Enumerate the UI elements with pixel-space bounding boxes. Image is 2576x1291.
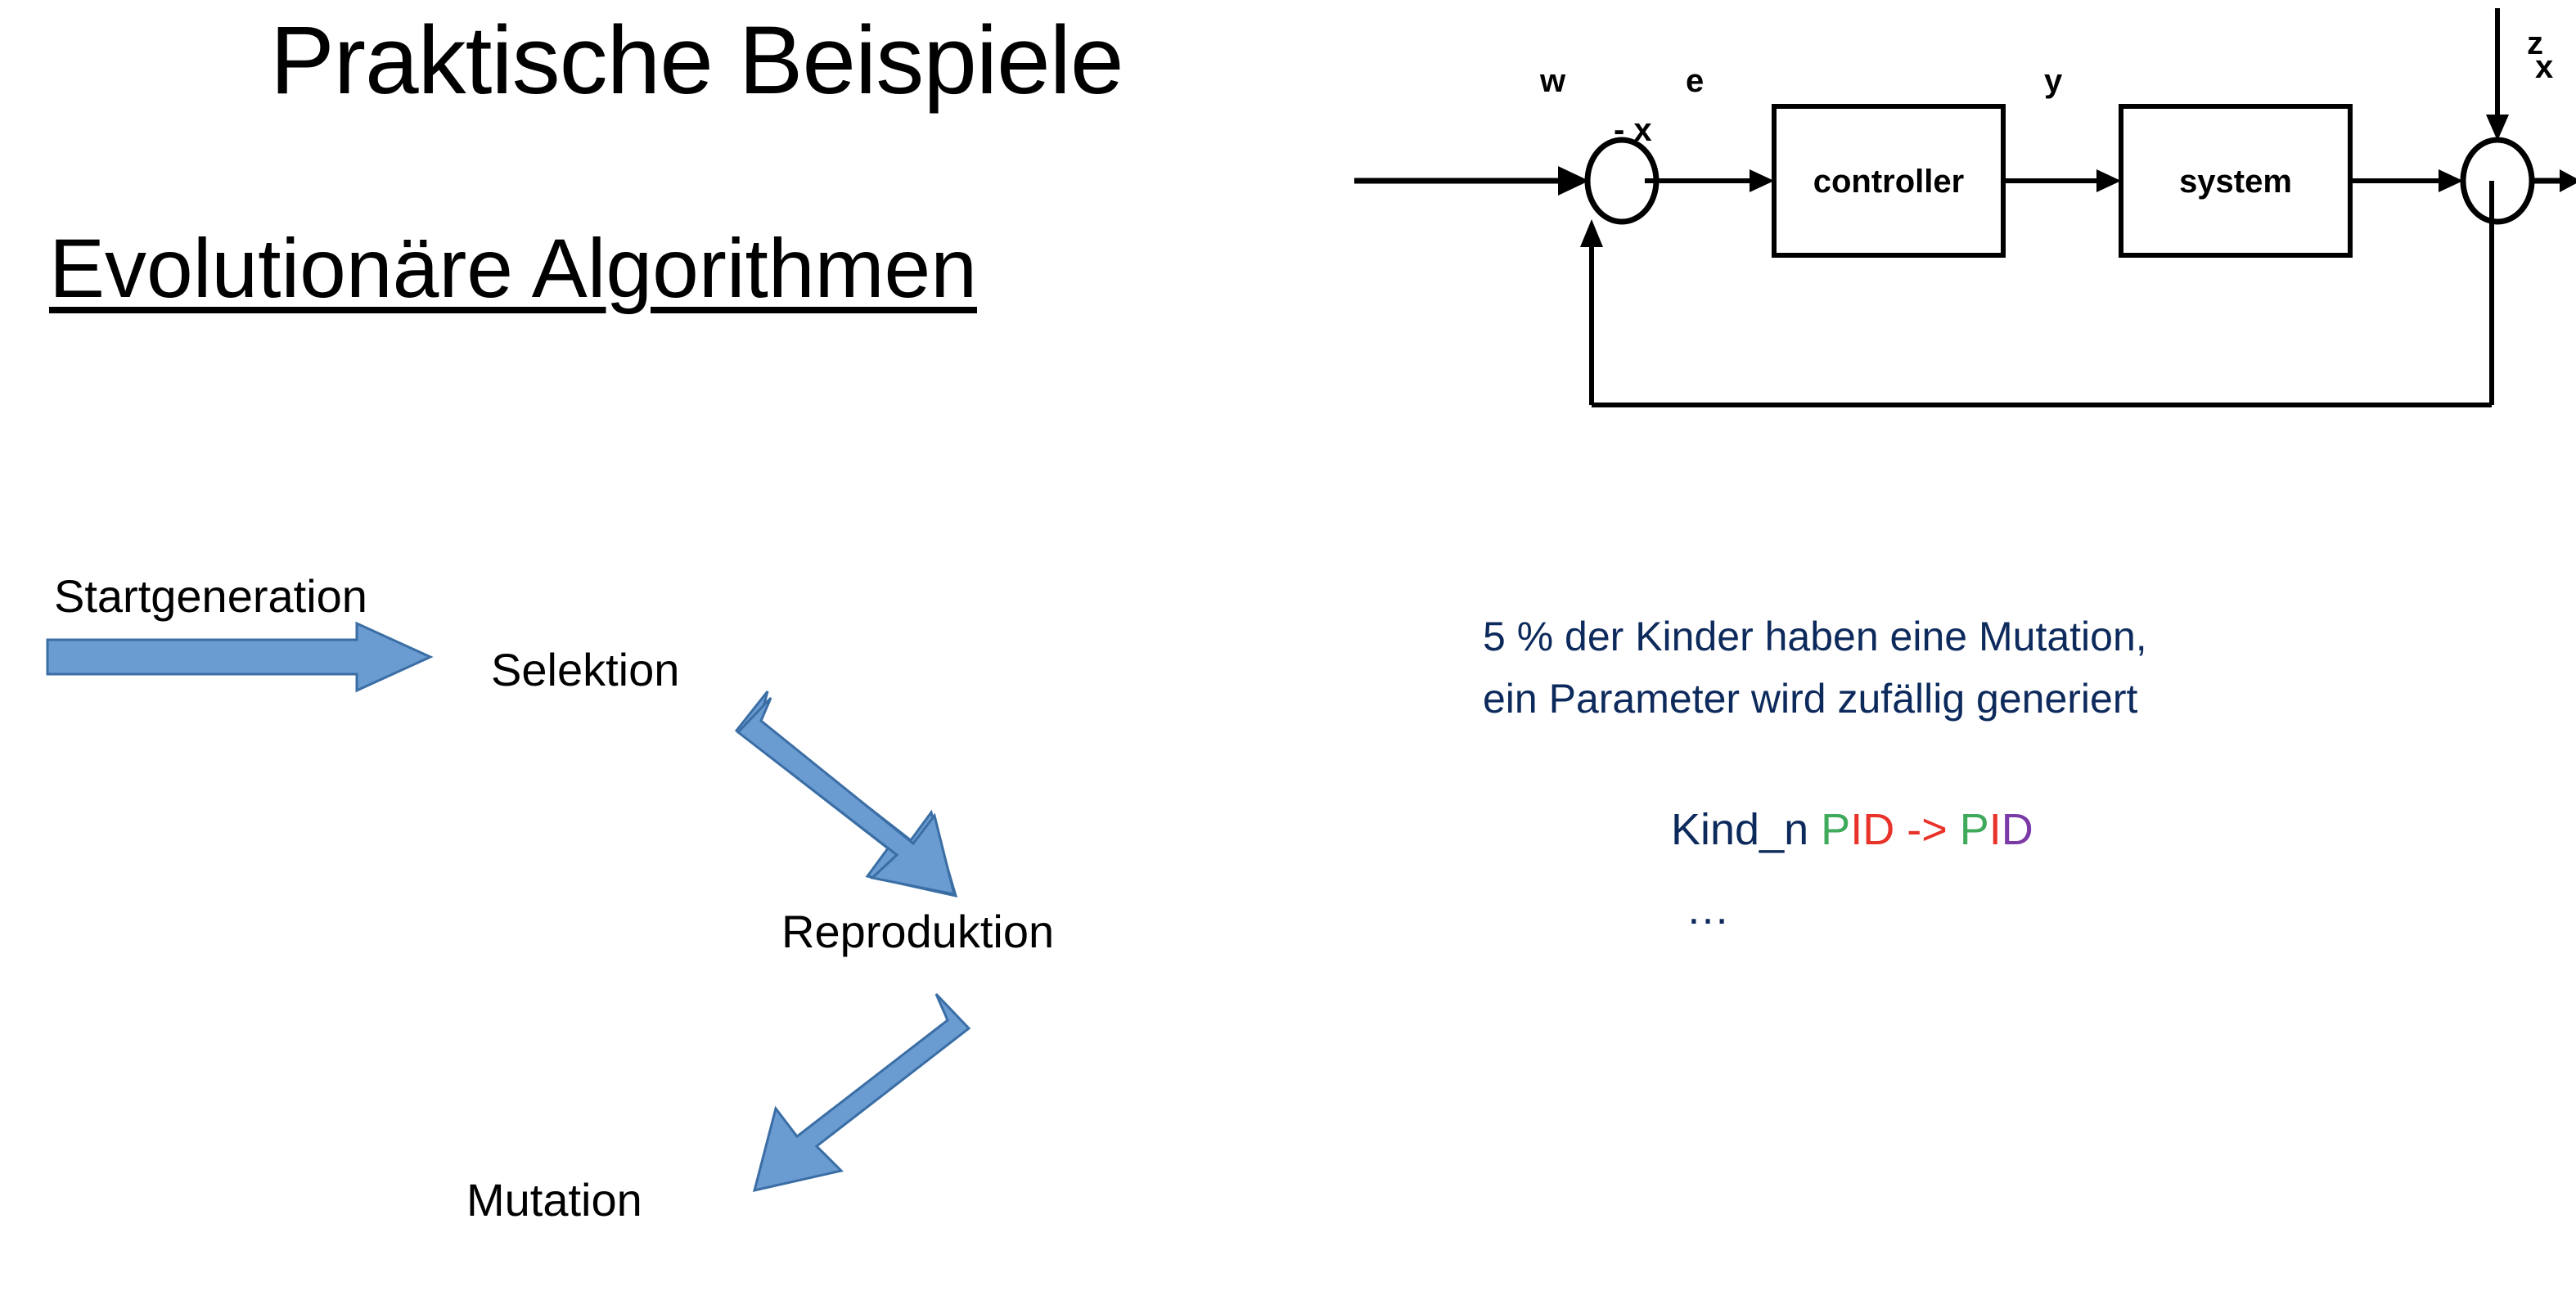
pid-after-i: I [1988,805,2002,854]
z-arrowhead-icon [2486,115,2509,141]
pid-mutation-example: Kind_n PID -> PID [1671,805,2033,854]
feedback-label: - x [1614,112,1652,148]
pid-ellipsis: … [1686,884,1730,933]
page-title: Praktische Beispiele [270,7,1124,115]
x-output-arrow-svg [2532,169,2576,192]
flow-label-startgeneration: Startgeneration [54,570,367,622]
w-arrowhead-icon [1558,166,1589,196]
x-arrowhead-icon [2560,169,2576,192]
down-left-arrow-icon [752,992,971,1193]
mutation-note-line-1: 5 % der Kinder haben eine Mutation, [1483,614,2147,659]
pid-after-d: D [2001,805,2033,854]
feedback-arrowhead-icon [1580,219,1603,247]
page-subtitle: Evolutionäre Algorithmen [49,222,978,315]
pid-after-p: P [1959,805,1989,854]
pid-before-d: D [1862,805,1895,854]
pid-arrow-glyph: -> [1894,805,1960,854]
e-label: e [1686,63,1704,99]
y-label: y [2044,63,2063,99]
control-loop-diagram: controller system z w e y [1326,0,2576,442]
pid-child-label: Kind_n [1671,805,1809,854]
x-label: x [2535,49,2554,85]
arrow-startgeneration-to-selektion [46,621,434,693]
arrow-reproduktion-to-mutation [752,992,971,1193]
flow-label-selektion: Selektion [491,644,680,695]
summing-junction-2 [2460,137,2535,225]
flow-label-mutation: Mutation [466,1174,642,1226]
controller-label: controller [1813,164,1964,200]
z-label: z [2527,25,2543,61]
down-right-arrow-body [736,696,957,896]
pid-space-1 [1808,805,1821,854]
e-arrowhead-icon [1750,169,1774,192]
w-label: w [1539,63,1566,99]
control-loop-svg: controller system z w e y [1354,8,2543,407]
y-arrowhead-icon [2096,169,2121,192]
pid-before-i: I [1850,805,1863,854]
system-out-arrowhead-icon [2439,169,2463,192]
arrow-selektion-to-reproduktion [734,690,958,898]
system-block [2119,104,2353,258]
pid-before-p: P [1821,805,1851,854]
flow-label-reproduktion: Reproduktion [781,906,1055,957]
mutation-note-line-2: ein Parameter wird zufällig generiert [1483,676,2138,722]
system-label: system [2179,164,2292,200]
right-arrow-icon [46,621,434,693]
mutation-note: 5 % der Kinder haben eine Mutation, ein … [1483,605,2147,730]
